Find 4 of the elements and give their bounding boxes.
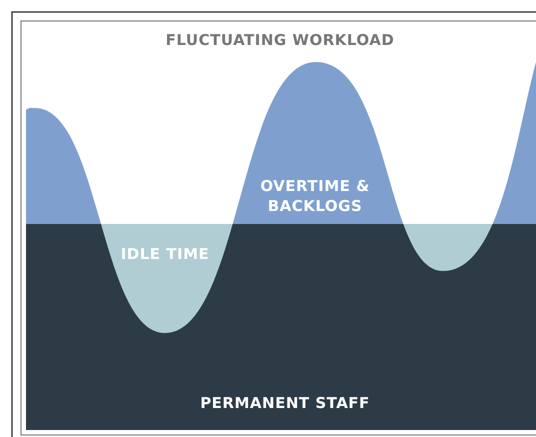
area-label: PERMANENT STAFF bbox=[199, 394, 371, 412]
area-label: IDLE TIME bbox=[120, 245, 210, 263]
diagram-title: FLUCTUATING WORKLOAD bbox=[164, 31, 396, 49]
area-label: OVERTIME & BACKLOGS bbox=[259, 176, 371, 216]
